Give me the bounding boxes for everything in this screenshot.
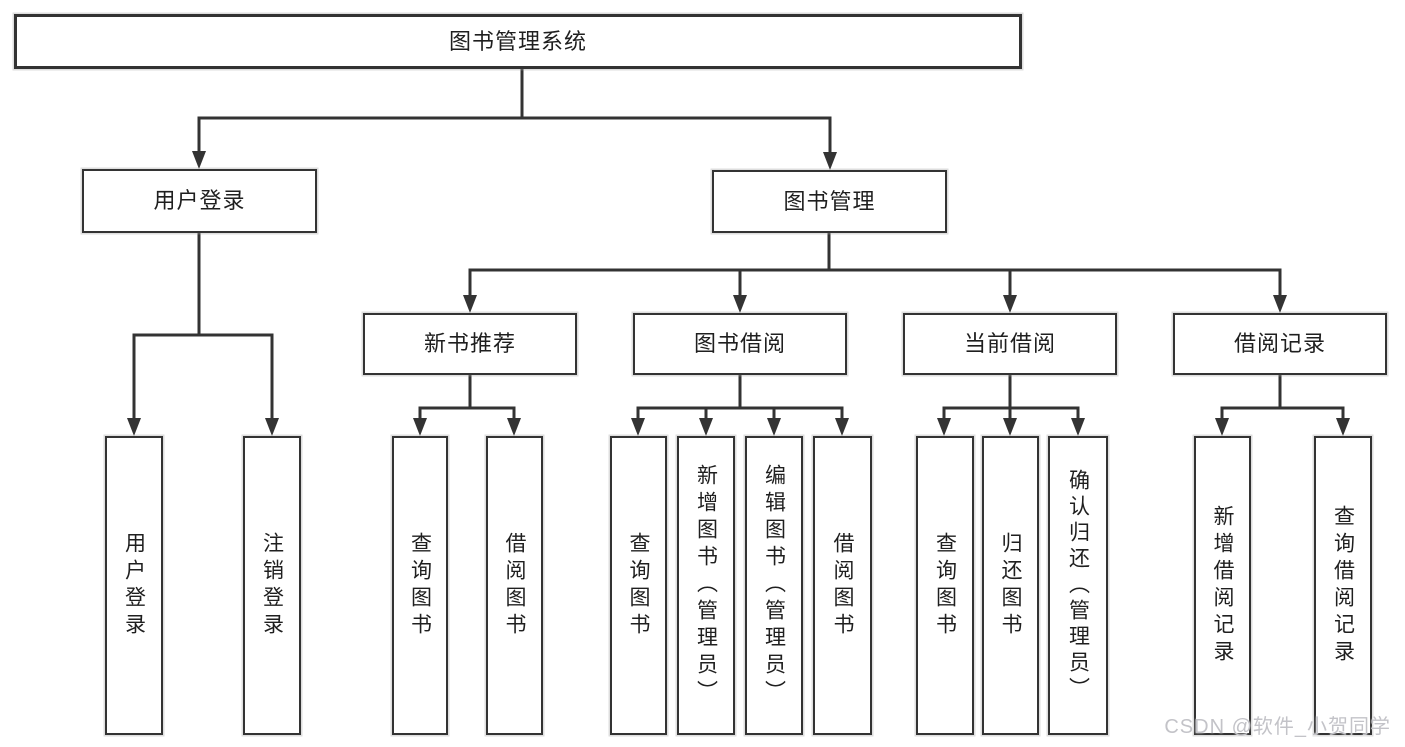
leaf-newbook-query-book: 查询图书 (392, 436, 448, 735)
node-book-management: 图书管理 (712, 170, 947, 233)
leaf-records-query-record: 查询借阅记录 (1314, 436, 1372, 735)
leaf-current-return-book: 归还图书 (982, 436, 1039, 735)
node-label: 用户登录 (122, 531, 146, 640)
node-label: 注销登录 (260, 531, 284, 640)
node-label: 新增图书（管理员） (694, 464, 718, 707)
leaf-borrow-borrow-book: 借阅图书 (813, 436, 872, 735)
node-label: 查询借阅记录 (1331, 504, 1355, 667)
node-book-borrow: 图书借阅 (633, 313, 847, 375)
leaf-newbook-borrow-book: 借阅图书 (486, 436, 543, 735)
node-label: 借阅图书 (503, 531, 526, 640)
node-current-borrow: 当前借阅 (903, 313, 1117, 375)
leaf-current-query-book: 查询图书 (916, 436, 974, 735)
node-label: 图书管理 (783, 188, 876, 214)
node-borrow-records: 借阅记录 (1173, 313, 1387, 375)
arrowheads (127, 151, 1350, 436)
node-label: 归还图书 (999, 531, 1022, 640)
leaf-borrow-add-book-admin: 新增图书（管理员） (677, 436, 735, 735)
leaf-user-login: 用户登录 (105, 436, 163, 735)
leaf-borrow-query-book: 查询图书 (610, 436, 667, 735)
leaf-current-confirm-return-admin: 确认归还（管理员） (1048, 436, 1108, 735)
node-user-login: 用户登录 (82, 169, 317, 233)
node-label: 借阅记录 (1233, 331, 1326, 356)
node-label: 查询图书 (627, 531, 650, 640)
node-label: 查询图书 (933, 531, 957, 640)
node-label: 编辑图书（管理员） (762, 464, 786, 707)
node-library-management-system: 图书管理系统 (14, 14, 1022, 69)
node-label: 用户登录 (153, 188, 246, 213)
node-label: 借阅图书 (831, 531, 854, 640)
node-label: 查询图书 (408, 531, 432, 640)
node-label: 确认归还（管理员） (1066, 468, 1090, 703)
leaf-borrow-edit-book-admin: 编辑图书（管理员） (745, 436, 803, 735)
node-label: 新书推荐 (423, 331, 516, 356)
node-label: 新增借阅记录 (1211, 504, 1234, 667)
leaf-logout: 注销登录 (243, 436, 301, 735)
csdn-watermark: CSDN @软件_小贺同学 (1164, 716, 1391, 738)
node-label: 图书借阅 (693, 331, 786, 356)
node-label: 图书管理系统 (448, 28, 587, 54)
node-new-book-recommend: 新书推荐 (363, 313, 577, 375)
leaf-records-add-record: 新增借阅记录 (1194, 436, 1251, 735)
node-label: 当前借阅 (963, 331, 1056, 356)
